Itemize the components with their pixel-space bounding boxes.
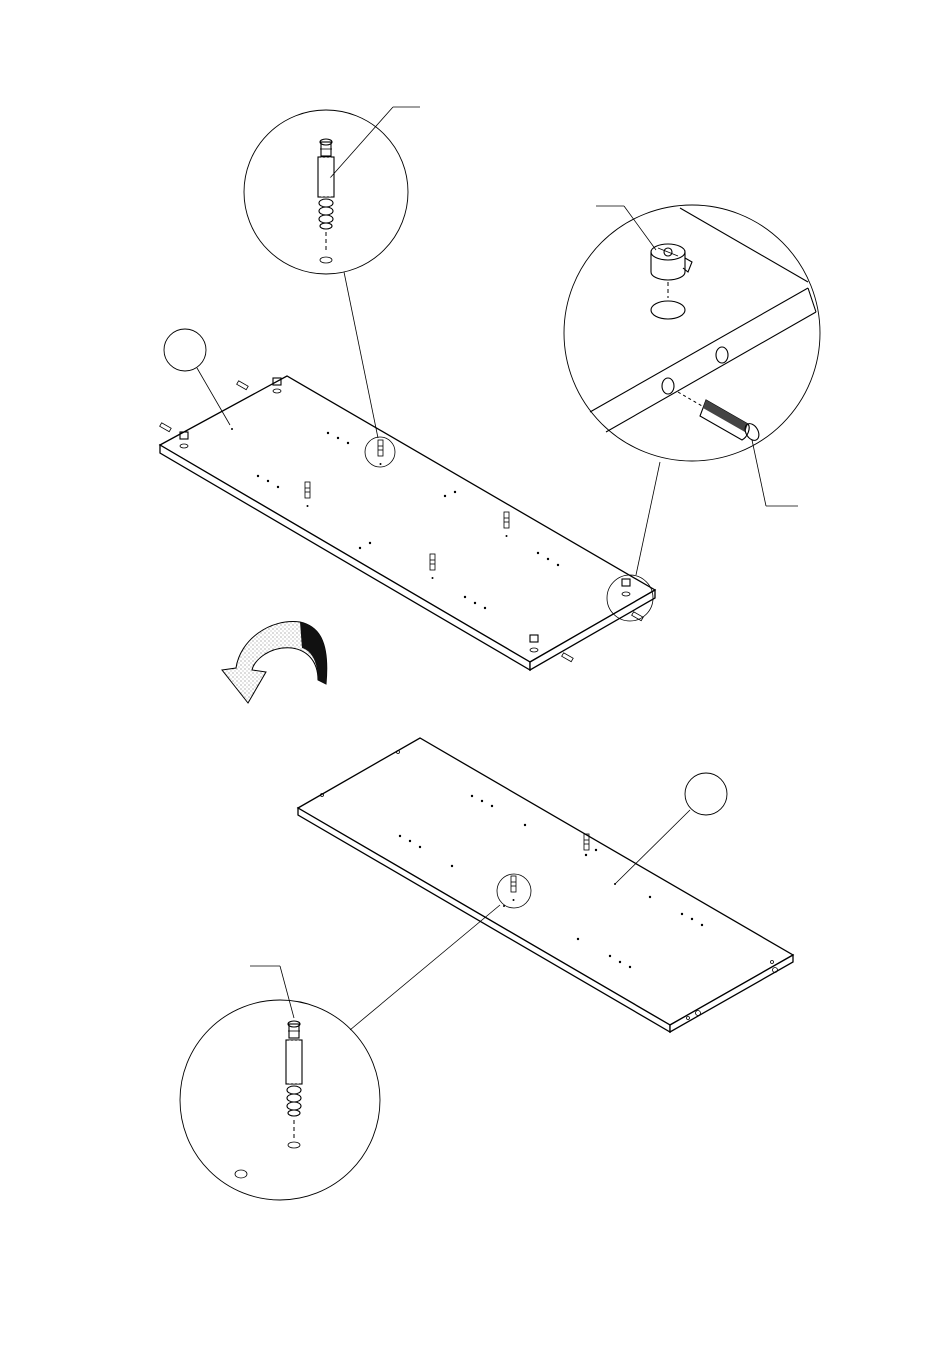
dowel-icon: [237, 381, 249, 390]
callout-cam-bolt-lower: [180, 905, 500, 1200]
flip-arrow-icon: [222, 622, 327, 703]
upper-part-label: [164, 329, 230, 425]
lower-part-label: [615, 773, 727, 884]
dowel-icon: [562, 653, 574, 662]
upper-panel: [160, 376, 655, 670]
dowel-icon: [160, 423, 172, 432]
upper-panel-top-face: [160, 376, 655, 662]
callout-cam-lock-dowel: [564, 205, 820, 575]
